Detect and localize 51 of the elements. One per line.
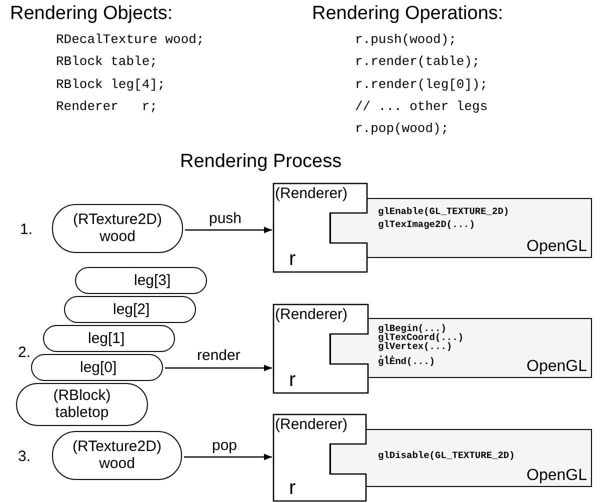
- rounded-box: [31, 354, 163, 381]
- code-line: r.render(table);: [355, 55, 480, 68]
- panel-title: OpenGL: [526, 239, 587, 255]
- rounded-box: [43, 325, 175, 352]
- code-line: Renderer r;: [56, 100, 158, 113]
- step-number: 1.: [20, 222, 33, 237]
- step-number: 2.: [18, 345, 31, 360]
- type-label: (Renderer): [275, 417, 348, 432]
- node-label: tabletop: [54, 405, 110, 420]
- panel-title: OpenGL: [526, 468, 587, 484]
- code-line: glBegin(...): [378, 324, 446, 334]
- code-line: RBlock leg[4];: [56, 78, 166, 91]
- node-label: leg[3]: [134, 273, 171, 288]
- node-label: wood: [98, 456, 136, 471]
- type-label: (Renderer): [275, 307, 348, 322]
- node-label: leg[0]: [80, 360, 117, 375]
- variable-label: r: [289, 478, 296, 498]
- node-label: (RTexture2D): [72, 212, 163, 227]
- code-line: glTexCoord(...): [378, 333, 464, 342]
- edge-label: push: [208, 211, 243, 226]
- heading: Rendering Process: [180, 152, 342, 171]
- code-line: r.push(wood);: [355, 33, 456, 46]
- heading: Rendering Operations:: [312, 4, 504, 23]
- code-line: glTexImage2D(...): [378, 220, 475, 230]
- node-label: (RTexture2D): [72, 439, 162, 454]
- rounded-box: [16, 383, 148, 426]
- code-line: r.render(leg[0]);: [355, 78, 488, 91]
- node-label: (RBlock): [52, 388, 112, 403]
- variable-label: r: [289, 370, 296, 390]
- arrow: [165, 364, 272, 372]
- rounded-box: [64, 296, 196, 323]
- code-line: glVertex(...): [378, 342, 452, 352]
- node-label: leg[2]: [113, 302, 150, 317]
- heading: Rendering Objects:: [10, 4, 173, 23]
- edge-label: render: [196, 348, 242, 363]
- code-line: glEnable(GL_TEXTURE_2D): [378, 207, 510, 216]
- code-line: glDisable(GL_TEXTURE_2D): [378, 451, 515, 460]
- node-label: wood: [98, 229, 136, 244]
- step-number: 3.: [18, 449, 31, 464]
- arrow: [184, 454, 272, 460]
- code-line: RBlock table;: [56, 55, 158, 68]
- rounded-box: [52, 204, 183, 253]
- rounded-box: [52, 431, 182, 480]
- node-label: leg[1]: [88, 331, 125, 346]
- code-line: glEnd(...): [378, 357, 436, 366]
- code-line: // ... other legs: [355, 100, 488, 113]
- code-line: RDecalTexture wood;: [56, 33, 204, 46]
- code-line: r.pop(wood);: [355, 122, 449, 135]
- panel-title: OpenGL: [526, 359, 587, 375]
- arrow: [185, 226, 272, 234]
- rounded-box: [75, 267, 207, 294]
